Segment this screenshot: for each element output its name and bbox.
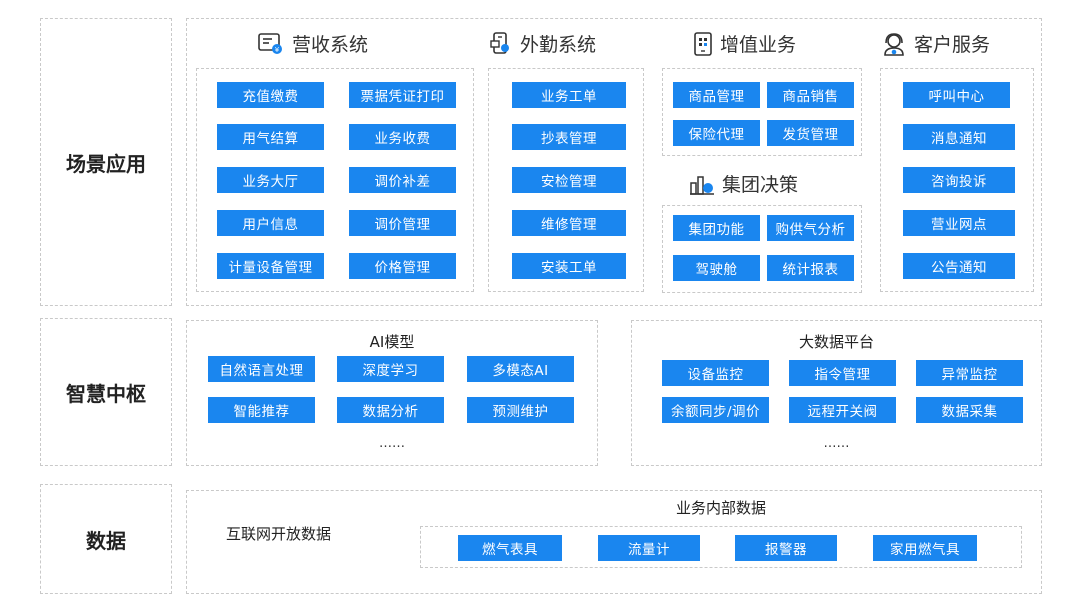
- ai-item[interactable]: 数据分析: [337, 397, 444, 423]
- revenue-item[interactable]: 票据凭证打印: [349, 82, 456, 108]
- revenue-header: ¥ 营收系统: [258, 30, 368, 57]
- row-label-hub: 智慧中枢: [40, 318, 172, 466]
- bar-chart-icon: [690, 175, 714, 195]
- ai-item[interactable]: 智能推荐: [208, 397, 315, 423]
- internet-data-label: 互联网开放数据: [226, 525, 332, 543]
- row-label-scene-text: 场景应用: [66, 151, 146, 176]
- device-item[interactable]: 流量计: [598, 535, 700, 561]
- group-group: [662, 205, 862, 293]
- ai-title: AI模型: [369, 333, 415, 351]
- revenue-item[interactable]: 用气结算: [217, 124, 324, 150]
- value-added-title: 增值业务: [720, 34, 797, 56]
- field-item[interactable]: 安装工单: [512, 253, 626, 279]
- device-item[interactable]: 燃气表具: [458, 535, 562, 561]
- bigdata-item[interactable]: 数据采集: [916, 397, 1023, 423]
- data-panel: [186, 490, 1042, 594]
- device-item[interactable]: 家用燃气具: [873, 535, 977, 561]
- bigdata-item[interactable]: 指令管理: [789, 360, 896, 386]
- revenue-item[interactable]: 调价补差: [349, 167, 456, 193]
- bigdata-item[interactable]: 异常监控: [916, 360, 1023, 386]
- value-added-group: [662, 68, 862, 156]
- revenue-item[interactable]: 用户信息: [217, 210, 324, 236]
- customer-item[interactable]: 营业网点: [903, 210, 1015, 236]
- row-label-scene: 场景应用: [40, 18, 172, 306]
- headset-icon: [884, 32, 904, 56]
- ai-item[interactable]: 预测维护: [467, 397, 574, 423]
- field-title: 外勤系统: [520, 34, 597, 56]
- ai-item[interactable]: 多模态AI: [467, 356, 574, 382]
- row-label-hub-text: 智慧中枢: [66, 381, 146, 406]
- phone-qr-icon: [694, 31, 712, 56]
- customer-group: [880, 68, 1034, 292]
- svg-text:¥: ¥: [275, 46, 280, 54]
- bigdata-panel: [631, 320, 1042, 466]
- value-added-item[interactable]: 商品管理: [673, 82, 760, 108]
- value-added-header: 增值业务: [694, 30, 796, 57]
- revenue-item[interactable]: 业务收费: [349, 124, 456, 150]
- value-added-item[interactable]: 商品销售: [767, 82, 854, 108]
- ai-item[interactable]: 深度学习: [337, 356, 444, 382]
- revenue-item[interactable]: 业务大厅: [217, 167, 324, 193]
- revenue-item[interactable]: 调价管理: [349, 210, 456, 236]
- group-header: 集团决策: [690, 170, 798, 197]
- group-item[interactable]: 驾驶舱: [673, 255, 760, 281]
- ai-item[interactable]: 自然语言处理: [208, 356, 315, 382]
- group-item[interactable]: 集团功能: [673, 215, 760, 241]
- field-item[interactable]: 抄表管理: [512, 124, 626, 150]
- revenue-group: [196, 68, 474, 292]
- customer-item[interactable]: 咨询投诉: [903, 167, 1015, 193]
- row-label-data-text: 数据: [86, 528, 126, 553]
- field-device-icon: [490, 31, 509, 54]
- revenue-title: 营收系统: [292, 34, 369, 56]
- customer-item[interactable]: 消息通知: [903, 124, 1015, 150]
- value-added-item[interactable]: 保险代理: [673, 120, 760, 146]
- internal-data-title: 业务内部数据: [675, 499, 766, 517]
- bigdata-title: 大数据平台: [798, 333, 874, 351]
- ai-more: ……: [379, 436, 405, 451]
- row-label-data: 数据: [40, 484, 172, 594]
- receipt-icon: ¥: [258, 32, 282, 54]
- field-item[interactable]: 业务工单: [512, 82, 626, 108]
- bigdata-item[interactable]: 设备监控: [662, 360, 769, 386]
- customer-title: 客户服务: [914, 34, 991, 56]
- ai-panel: [186, 320, 598, 466]
- device-item[interactable]: 报警器: [735, 535, 837, 561]
- group-title: 集团决策: [722, 174, 799, 196]
- revenue-item[interactable]: 计量设备管理: [217, 253, 324, 279]
- field-item[interactable]: 维修管理: [512, 210, 626, 236]
- revenue-item[interactable]: 价格管理: [349, 253, 456, 279]
- revenue-item[interactable]: 充值缴费: [217, 82, 324, 108]
- customer-item[interactable]: 呼叫中心: [903, 82, 1010, 108]
- group-item[interactable]: 统计报表: [767, 255, 854, 281]
- customer-header: 客户服务: [882, 30, 990, 57]
- field-header: 外勤系统: [490, 30, 596, 57]
- field-item[interactable]: 安检管理: [512, 167, 626, 193]
- group-item[interactable]: 购供气分析: [767, 215, 854, 241]
- scene-panel: [186, 18, 1042, 306]
- field-group: [488, 68, 644, 292]
- bigdata-more: ……: [823, 436, 850, 451]
- value-added-item[interactable]: 发货管理: [767, 120, 854, 146]
- bigdata-item[interactable]: 余额同步/调价: [662, 397, 769, 423]
- customer-item[interactable]: 公告通知: [903, 253, 1015, 279]
- bigdata-item[interactable]: 远程开关阀: [789, 397, 896, 423]
- internal-data-group: [420, 526, 1022, 568]
